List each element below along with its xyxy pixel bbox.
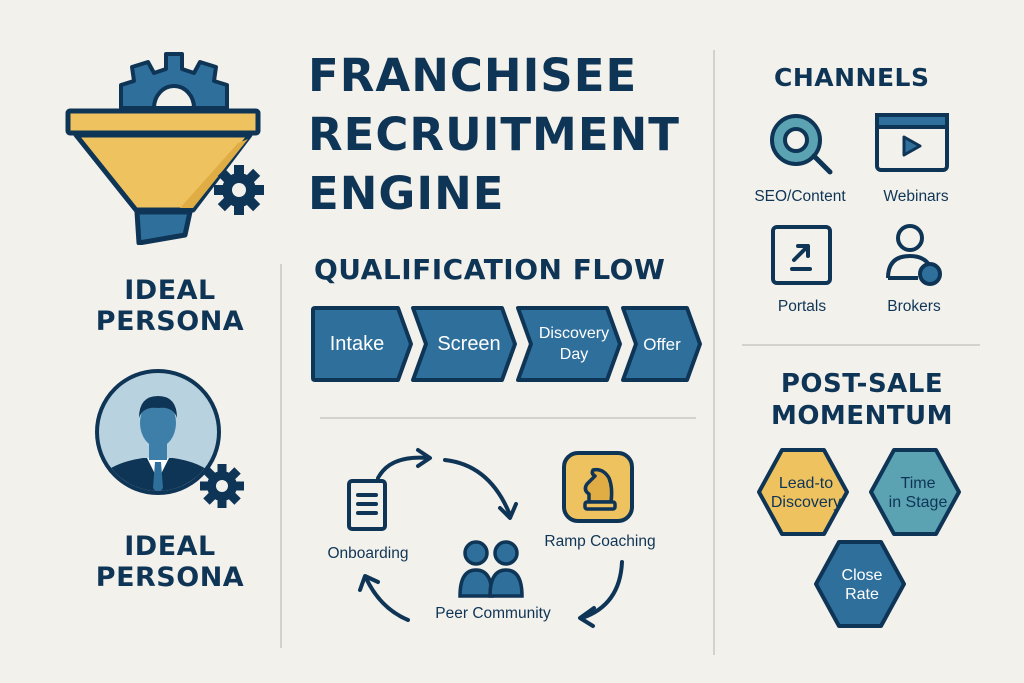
metric-time-line2: in Stage bbox=[888, 494, 948, 511]
metric-time-line1: Time bbox=[900, 475, 936, 492]
step-intake: Intake bbox=[312, 308, 402, 380]
cycle-arrows bbox=[358, 448, 624, 628]
chess-knight-icon bbox=[562, 451, 634, 523]
title-line3: ENGINE bbox=[308, 167, 505, 220]
metric-lead-line2: Discovery bbox=[770, 494, 842, 511]
metric-lead-line1: Lead-to bbox=[778, 475, 834, 492]
step-discovery-label-2: Day bbox=[559, 346, 589, 363]
portal-arrow-icon bbox=[771, 225, 832, 285]
momentum-title-line2: MOMENTUM bbox=[770, 401, 954, 431]
channel-brokers-label: Brokers bbox=[887, 298, 941, 315]
qualification-title: QUALIFICATION FLOW bbox=[314, 253, 666, 286]
step-screen: Screen bbox=[424, 308, 514, 380]
title-line2: RECRUITMENT bbox=[308, 108, 680, 161]
video-play-icon bbox=[875, 113, 949, 172]
businessman-avatar-icon bbox=[95, 369, 244, 508]
funnel-gear-icon bbox=[65, 52, 264, 245]
persona-label-bottom-line2: PERSONA bbox=[95, 562, 245, 593]
search-icon bbox=[770, 114, 833, 175]
divider-left bbox=[280, 264, 282, 648]
cycle-onboarding-label: Onboarding bbox=[327, 545, 409, 562]
step-offer-label: Offer bbox=[643, 334, 681, 354]
step-offer: Offer bbox=[632, 308, 692, 380]
channel-webinars-label: Webinars bbox=[883, 188, 949, 205]
persona-label-top-line1: IDEAL bbox=[124, 275, 216, 306]
channels-title: CHANNELS bbox=[774, 63, 930, 92]
step-intake-label: Intake bbox=[329, 332, 385, 355]
metric-close-rate: Close Rate bbox=[816, 544, 908, 626]
metric-close-line1: Close bbox=[841, 567, 883, 584]
step-discovery-label-1: Discovery bbox=[538, 325, 610, 342]
persona-label-top: IDEAL PERSONA bbox=[70, 275, 270, 337]
page-title: FRANCHISEE RECRUITMENT ENGINE bbox=[308, 46, 680, 223]
divider-channels-bottom bbox=[742, 344, 980, 346]
cycle-ramp-coaching-label: Ramp Coaching bbox=[544, 533, 656, 550]
persona-label-top-line2: PERSONA bbox=[95, 306, 245, 337]
people-icon bbox=[458, 540, 524, 598]
persona-label-bottom: IDEAL PERSONA bbox=[70, 531, 270, 593]
channel-seo-label: SEO/Content bbox=[754, 188, 846, 205]
metric-close-line2: Rate bbox=[845, 586, 879, 603]
step-screen-label: Screen bbox=[437, 332, 501, 355]
momentum-hexagons bbox=[757, 448, 961, 628]
persona-label-bottom-line1: IDEAL bbox=[124, 531, 216, 562]
momentum-title-line1: POST-SALE bbox=[780, 369, 944, 399]
metric-time-in-stage: Time in Stage bbox=[872, 452, 964, 534]
divider-qualification-bottom bbox=[320, 417, 696, 419]
document-icon bbox=[347, 479, 387, 531]
broker-person-icon bbox=[886, 224, 942, 286]
title-line1: FRANCHISEE bbox=[308, 49, 638, 102]
divider-right bbox=[713, 50, 715, 655]
cycle-peer-community-label: Peer Community bbox=[435, 605, 551, 622]
step-discovery-day: Discovery Day bbox=[528, 308, 620, 380]
channel-portals-label: Portals bbox=[777, 298, 827, 315]
qualification-chevrons bbox=[311, 306, 702, 382]
metric-lead-to-discovery: Lead-to Discovery bbox=[760, 452, 852, 534]
momentum-title: POST-SALE MOMENTUM bbox=[742, 368, 982, 432]
